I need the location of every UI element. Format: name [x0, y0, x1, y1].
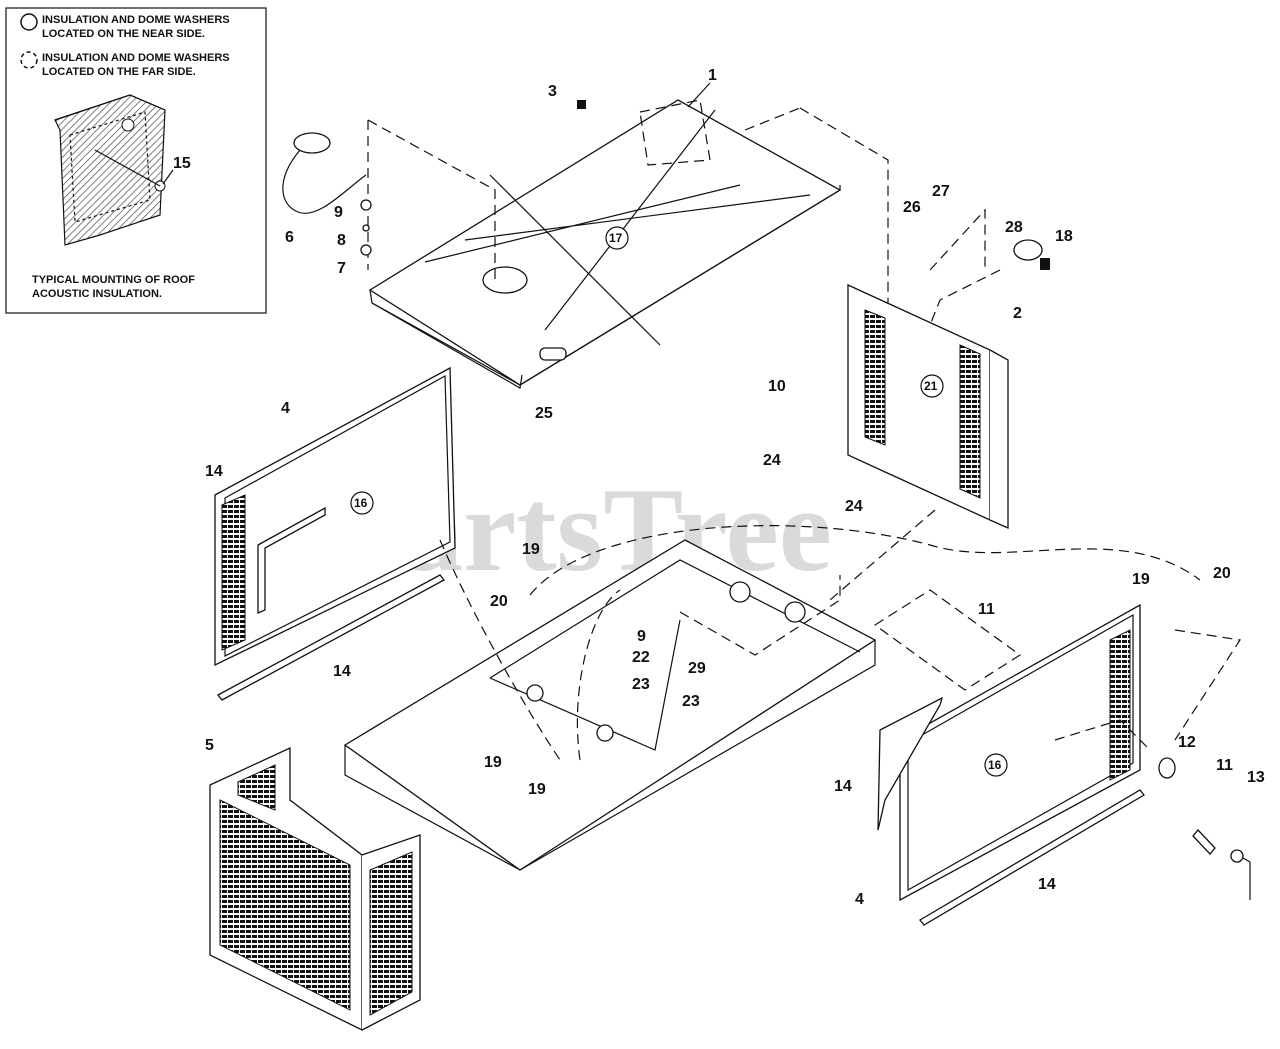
- callout-4-upper: 4: [281, 400, 290, 417]
- callout-20-right: 20: [1213, 565, 1231, 582]
- callout-26: 26: [903, 199, 921, 216]
- callout-14-upper: 14: [205, 463, 223, 480]
- callout-labels: 1 3 6 9 8 7 26 27 28 18 2 10 25 4 14 24 …: [205, 67, 1265, 908]
- callout-5: 5: [205, 737, 214, 754]
- callout-19-c: 19: [484, 754, 502, 771]
- callout-19-d: 19: [528, 781, 546, 798]
- callout-24-lower: 24: [845, 498, 863, 515]
- legend-far-side-line-1: INSULATION AND DOME WASHERS: [42, 52, 230, 64]
- legend-near-side-line-2: LOCATED ON THE NEAR SIDE.: [42, 28, 205, 40]
- callout-3: 3: [548, 83, 557, 100]
- callout-2: 2: [1013, 305, 1022, 322]
- callout-19-a: 19: [522, 541, 540, 558]
- callout-23-left: 23: [632, 676, 650, 693]
- callout-14-lower-left: 14: [333, 663, 351, 680]
- hardware-cluster: [1158, 757, 1251, 900]
- callout-6: 6: [285, 229, 294, 246]
- callout-23-right: 23: [682, 693, 700, 710]
- legend-box: INSULATION AND DOME WASHERS LOCATED ON T…: [5, 7, 267, 314]
- callout-27: 27: [932, 183, 950, 200]
- side-panel-right: [899, 603, 1141, 902]
- callout-11-upper: 11: [978, 601, 995, 618]
- near-side-symbol: [20, 13, 38, 31]
- callout-18: 18: [1055, 228, 1073, 245]
- base-frame: [343, 539, 877, 871]
- ref-17: 17: [609, 231, 623, 245]
- callout-4-lower: 4: [855, 891, 864, 908]
- callout-9-top: 9: [334, 204, 343, 221]
- callout-14-right: 14: [834, 778, 852, 795]
- callout-19-b: 19: [1132, 571, 1150, 588]
- front-enclosure: [209, 746, 421, 1032]
- callout-9-lower: 9: [637, 628, 646, 645]
- antenna-cable: [282, 132, 372, 256]
- roof-insulation-inset: 15: [54, 94, 191, 246]
- ref-21: 21: [924, 379, 938, 393]
- seal-strip-left: [217, 574, 445, 701]
- side-panel-left: [214, 366, 456, 667]
- seal-strip-right-upper: [877, 696, 944, 831]
- ref-16-right: 16: [988, 758, 1002, 772]
- end-panel-right: [847, 239, 1050, 530]
- callout-24-upper: 24: [763, 452, 781, 469]
- callout-12: 12: [1178, 734, 1196, 751]
- callout-11-lower: 11: [1216, 757, 1233, 774]
- callout-25: 25: [535, 405, 553, 422]
- callout-13: 13: [1247, 769, 1265, 786]
- legend-far-side-line-2: LOCATED ON THE FAR SIDE.: [42, 66, 196, 78]
- seal-strip-right: [919, 789, 1145, 926]
- callout-22: 22: [632, 649, 650, 666]
- legend-near-side-line-1: INSULATION AND DOME WASHERS: [42, 14, 230, 26]
- ref-16-left: 16: [354, 496, 368, 510]
- legend-caption-line-1: TYPICAL MOUNTING OF ROOF: [32, 274, 195, 286]
- roof-panel: [368, 99, 842, 389]
- inset-callout-15: 15: [173, 155, 191, 172]
- callout-20-left: 20: [490, 593, 508, 610]
- callout-1: 1: [708, 67, 717, 84]
- callout-14-bottom: 14: [1038, 876, 1056, 893]
- far-side-symbol: [20, 51, 38, 69]
- callout-28: 28: [1005, 219, 1023, 236]
- callout-8: 8: [337, 232, 346, 249]
- callout-7: 7: [337, 260, 346, 277]
- legend-caption-line-2: ACOUSTIC INSULATION.: [32, 288, 162, 300]
- callout-29: 29: [688, 660, 706, 677]
- circled-references: 17 21 16 16: [350, 226, 1008, 777]
- callout-10: 10: [768, 378, 786, 395]
